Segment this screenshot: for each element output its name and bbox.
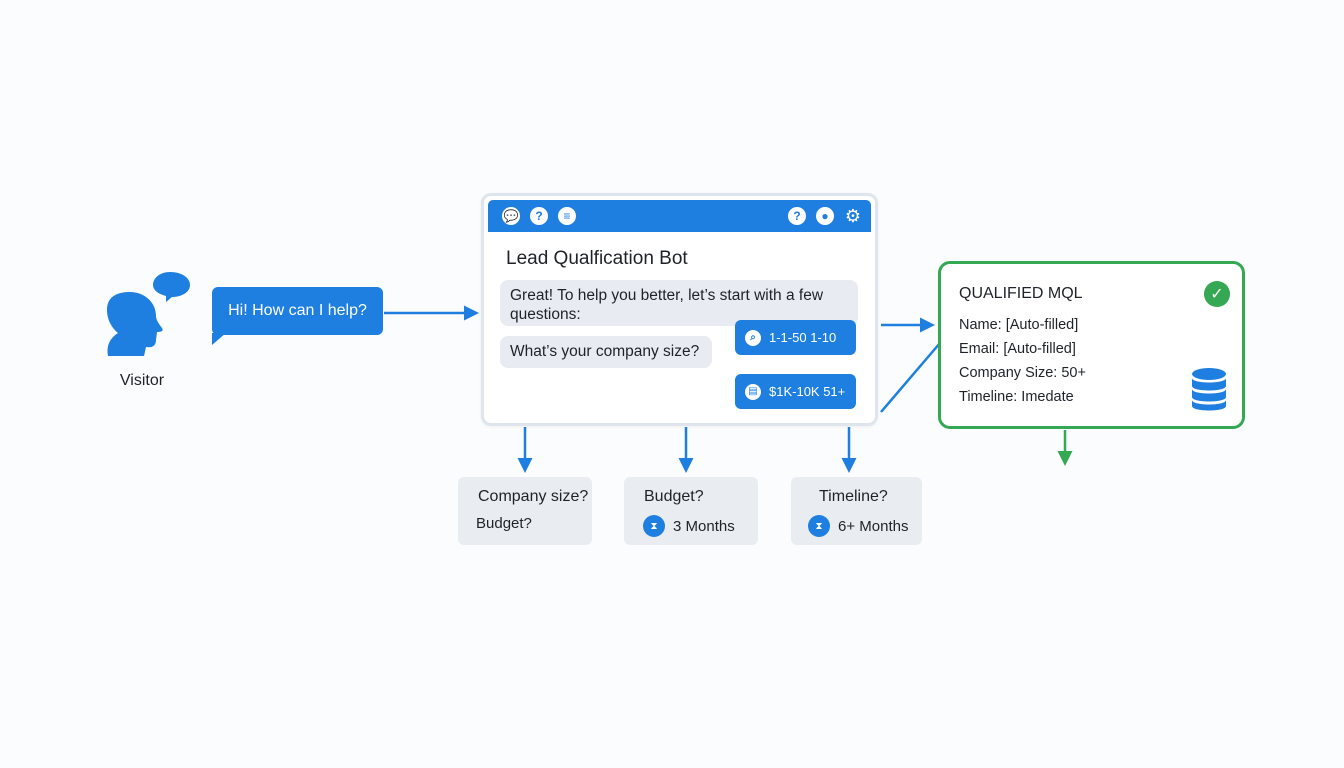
help-icon[interactable]: ? <box>530 207 548 225</box>
connector-chat-to-mql-diagonal <box>880 342 941 413</box>
question-card-title: Budget? <box>644 488 704 505</box>
mql-title: QUALIFIED MQL <box>959 285 1083 302</box>
mql-field-email: Email: [Auto-filled] <box>959 341 1076 357</box>
check-circle-icon: ✓ <box>1204 281 1230 307</box>
mql-field-name: Name: [Auto-filled] <box>959 317 1079 333</box>
mql-field-company-size: Company Size: 50+ <box>959 365 1086 381</box>
menu-icon[interactable]: ≡ <box>558 207 576 225</box>
chat-window: 💬 ? ≡ ? ● ⚙ Lead Qualfication Bot Great!… <box>481 193 878 426</box>
visitor-label: Visitor <box>119 372 165 389</box>
user-reply-text: $1K-10K 51+ <box>769 384 846 399</box>
greeting-bubble-tail <box>212 333 226 345</box>
question-card-subtitle: Budget? <box>476 515 532 532</box>
question-card-subtitle: ⧗ 3 Months <box>643 515 735 537</box>
database-icon <box>1192 368 1226 411</box>
user-reply-bubble[interactable]: ▤ $1K-10K 51+ <box>735 374 856 409</box>
qualified-mql-card: QUALIFIED MQL ✓ Name: [Auto-filled] Emai… <box>938 261 1245 429</box>
question-card-timeline: Timeline? ⧗ 6+ Months <box>791 477 922 545</box>
mql-field-timeline: Timeline: Imedate <box>959 389 1074 405</box>
question-card-subtitle: ⧗ 6+ Months <box>808 515 908 537</box>
chat-icon[interactable]: 💬 <box>502 207 520 225</box>
bot-message: Great! To help you better, let’s start w… <box>500 280 858 326</box>
search-icon: ⌕ <box>745 329 761 346</box>
hourglass-icon: ⧗ <box>643 515 665 537</box>
question-card-budget: Budget? ⧗ 3 Months <box>624 477 758 545</box>
question-card-subtitle-text: 6+ Months <box>838 517 909 535</box>
question-card-title: Company size? <box>478 488 589 505</box>
user-reply-text: 1-1-50 1-10 <box>769 330 837 345</box>
greeting-text: Hi! How can I help? <box>228 302 367 319</box>
hourglass-icon: ⧗ <box>808 515 830 537</box>
location-icon[interactable]: ● <box>816 207 834 225</box>
bot-message: What’s your company size? <box>500 336 712 368</box>
save-icon: ▤ <box>745 383 761 400</box>
greeting-bubble: Hi! How can I help? <box>212 287 383 335</box>
user-reply-bubble[interactable]: ⌕ 1-1-50 1-10 <box>735 320 856 355</box>
chat-title: Lead Qualfication Bot <box>506 248 688 269</box>
question-card-company-size: Company size? Budget? <box>458 477 592 545</box>
question-card-title: Timeline? <box>819 488 888 505</box>
help-icon[interactable]: ? <box>788 207 806 225</box>
question-card-subtitle-text: Budget? <box>476 515 532 532</box>
person-speaking-icon <box>107 272 190 356</box>
gear-icon[interactable]: ⚙ <box>844 205 862 226</box>
question-card-subtitle-text: 3 Months <box>673 517 735 535</box>
chat-header: 💬 ? ≡ ? ● ⚙ <box>488 200 871 232</box>
